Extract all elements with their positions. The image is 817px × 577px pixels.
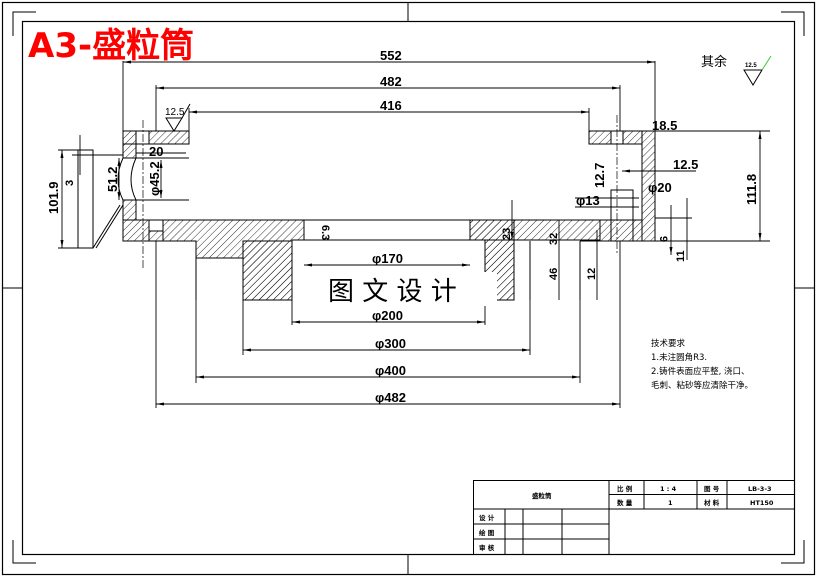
part-section bbox=[117, 115, 656, 301]
dim-phi13: φ13 bbox=[576, 193, 600, 208]
tb-material-value: HT150 bbox=[750, 499, 774, 507]
tb-designer-label: 设 计 bbox=[479, 513, 495, 522]
dim-18-5: 18.5 bbox=[652, 118, 677, 133]
dim-11: 11 bbox=[675, 250, 687, 262]
dim-phi170: φ170 bbox=[372, 251, 403, 266]
tech-req-line-2: 2.铸件表面应平整, 浇口、 bbox=[651, 366, 750, 377]
dim-phi400: φ400 bbox=[375, 363, 406, 378]
drawing-title: A3-盛粒筒 bbox=[28, 26, 194, 66]
dim-51-2: 51.2 bbox=[105, 167, 120, 192]
tb-drafter-label: 绘 图 bbox=[479, 528, 495, 537]
dim-phi300: φ300 bbox=[375, 336, 406, 351]
watermark-text: 图 文 设 计 bbox=[328, 277, 457, 307]
tb-drawing-no-label: 图 号 bbox=[704, 484, 720, 493]
tb-drawing-no-value: LB-3-3 bbox=[748, 485, 772, 493]
dim-482: 482 bbox=[380, 74, 402, 89]
dim-20: 20 bbox=[149, 144, 163, 159]
dim-phi20: φ20 bbox=[648, 180, 672, 195]
roughness-local-symbol-icon bbox=[165, 117, 183, 132]
tb-qty-value: 1 bbox=[668, 499, 673, 507]
watermark-bg bbox=[322, 272, 497, 306]
roughness-local: 12.5 bbox=[165, 103, 191, 132]
title-block bbox=[473, 480, 795, 555]
dim-32: 32 bbox=[548, 233, 560, 245]
roughness-general-value: 12.5 bbox=[745, 63, 757, 69]
dim-552: 552 bbox=[380, 48, 402, 63]
tb-material-label: 材 料 bbox=[703, 498, 720, 507]
dim-12-5: 12.5 bbox=[673, 157, 698, 172]
tb-part-name: 盛粒筒 bbox=[532, 491, 552, 500]
tb-scale-value: 1 : 4 bbox=[660, 485, 677, 493]
roughness-general: 其余 12.5 bbox=[701, 54, 772, 86]
roughness-symbol-icon bbox=[743, 69, 763, 86]
roughness-local-value: 12.5 bbox=[165, 107, 185, 118]
dim-111-8: 111.8 bbox=[744, 174, 759, 205]
tech-req-heading: 技术要求 bbox=[651, 338, 686, 349]
tech-requirements: 技术要求 1.未注圆角R3. 2.铸件表面应平整, 浇口、 毛刺、粘砂等应清除干… bbox=[651, 338, 753, 391]
tech-req-line-1: 1.未注圆角R3. bbox=[651, 352, 707, 363]
dim-phi200: φ200 bbox=[372, 308, 403, 323]
tb-qty-label: 数 量 bbox=[617, 498, 633, 507]
dim-416: 416 bbox=[380, 98, 402, 113]
tech-req-line-3: 毛刺、粘砂等应清除干净。 bbox=[651, 380, 753, 391]
dim-23: 23 bbox=[501, 228, 513, 240]
dim-9: 9 bbox=[657, 236, 669, 242]
dim-3: 3 bbox=[64, 180, 76, 186]
dimension-lines bbox=[58, 60, 770, 408]
roughness-general-label: 其余 bbox=[701, 54, 727, 70]
dim-12-7: 12.7 bbox=[592, 163, 607, 188]
dim-phi45-2: φ45.2 bbox=[147, 161, 162, 196]
tb-scale-label: 比 例 bbox=[617, 484, 633, 493]
dim-phi482: φ482 bbox=[375, 390, 406, 405]
dimension-texts: 552 482 416 18.5 12.5 111.8 12.7 φ20 φ13… bbox=[46, 48, 759, 405]
side-view-plate bbox=[77, 149, 124, 249]
roughness-tick-icon bbox=[761, 55, 772, 71]
dim-r6-3: 6.3 bbox=[319, 225, 331, 240]
title-block-texts: 盛粒筒 比 例 1 : 4 图 号 LB-3-3 数 量 1 材 料 HT150… bbox=[479, 484, 774, 552]
tb-reviewer-label: 审 核 bbox=[479, 543, 495, 552]
dim-12: 12 bbox=[586, 268, 598, 280]
dim-46: 46 bbox=[548, 268, 560, 280]
dim-101-9: 101.9 bbox=[46, 181, 61, 214]
